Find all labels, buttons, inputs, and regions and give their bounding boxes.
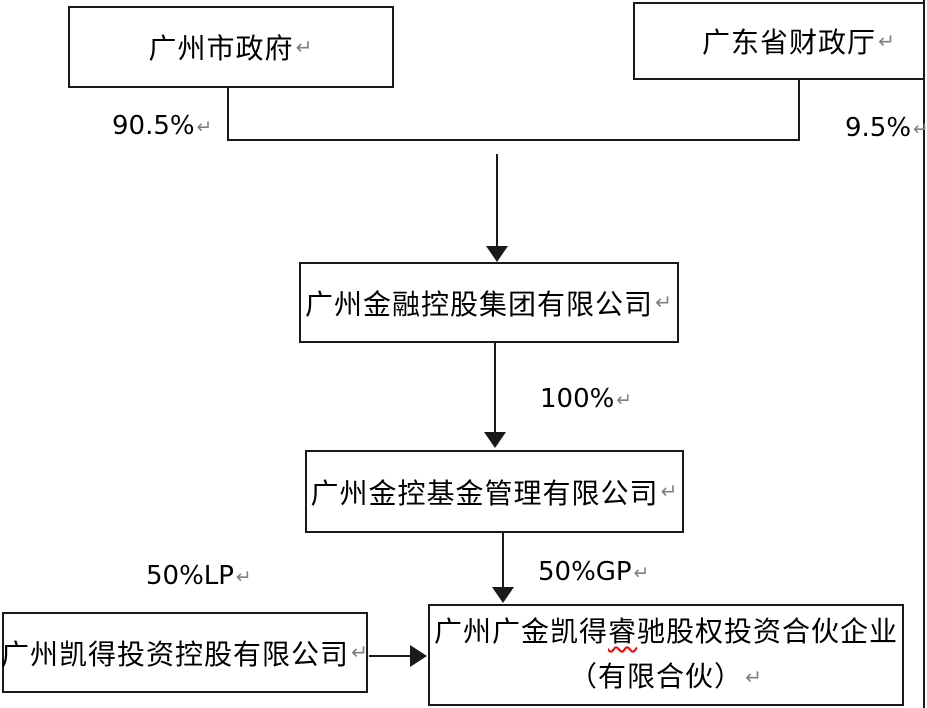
arrow-to-ghc-group-head [486,246,508,262]
node-guangzhou-financial-holdings-group: 广州金融控股集团有限公司↵ [299,262,679,343]
paragraph-mark: ↵ [745,667,763,690]
share-value: 90.5% [112,111,195,141]
name-part2: 驰股权投资合伙企业 [637,616,899,648]
paragraph-mark: ↵ [878,30,896,53]
paragraph-mark: ↵ [633,562,650,584]
node-label: 广东省财政厅 [702,27,877,58]
paragraph-mark: ↵ [616,389,633,411]
node-kaide-investment-holdings: 广州凯得投资控股有限公司↵ [1,612,369,693]
share-value: 100% [540,384,615,414]
share-value: 9.5% [845,113,912,143]
edge-label-gp-share: 50%GP↵ [538,558,649,587]
arrow-fund-to-partnership-head [492,587,514,603]
paragraph-mark: ↵ [351,642,369,664]
edge-label-100-percent: 100%↵ [540,385,632,414]
node-ghc-fund-management: 广州金控基金管理有限公司↵ [305,450,684,533]
node-equity-investment-partnership: 广州广金凯得睿驰股权投资合伙企业 （有限合伙）↵ [428,604,904,706]
paragraph-mark: ↵ [660,481,679,503]
node-label: 广州金控基金管理有限公司 [310,477,659,509]
paragraph-mark: ↵ [235,566,252,588]
edge-label-gov-share: 90.5%↵ [112,112,212,141]
node-label: 广州金融控股集团有限公司 [305,288,654,320]
node-label-line1: 广州广金凯得睿驰股权投资合伙企业 [434,610,898,655]
arrow-ghc-to-fund-head [484,432,506,448]
node-label-line2: （有限合伙）↵ [569,655,763,700]
spellcheck-flagged-text: 睿 [607,616,637,648]
edge-label-finance-share: 9.5%↵ [845,114,927,143]
name-part1: 广州广金凯得 [433,616,608,648]
edge-label-lp-share: 50%LP↵ [146,562,252,591]
node-guangzhou-government: 广州市政府↵ [68,6,394,88]
arrow-kaide-to-partnership-head [410,645,427,667]
node-label: 广州市政府 [148,33,294,64]
share-value: 50%LP [146,561,234,591]
paragraph-mark: ↵ [913,118,927,140]
paragraph-mark: ↵ [295,36,314,59]
node-guangdong-finance-department: 广东省财政厅↵ [633,2,925,80]
paragraph-mark: ↵ [196,116,213,138]
node-label: 广州凯得投资控股有限公司 [1,638,350,670]
paragraph-mark: ↵ [655,292,673,314]
name-suffix: （有限合伙） [569,661,744,692]
share-value: 50%GP [538,557,632,587]
